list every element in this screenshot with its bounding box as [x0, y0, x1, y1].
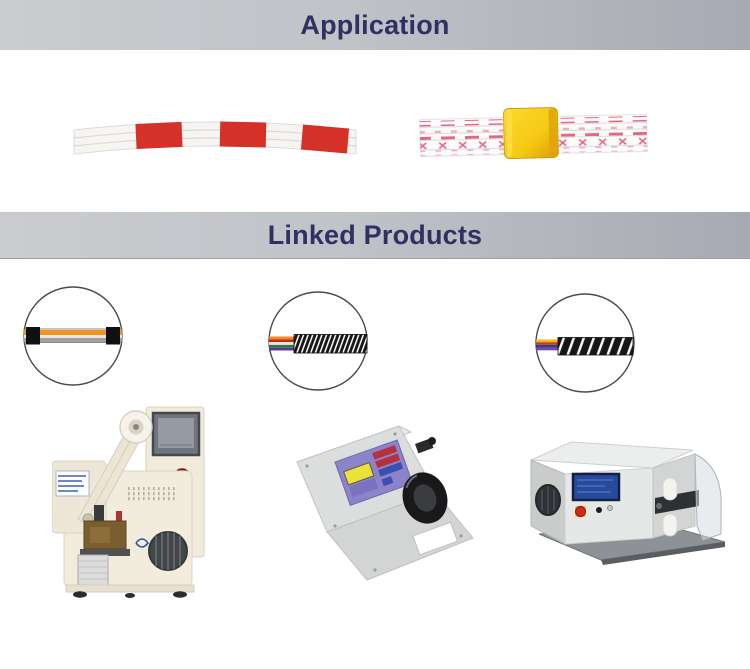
application-banner-title: Application: [300, 9, 450, 40]
rainbow-wire-end: [269, 336, 296, 351]
clear-guard: [694, 453, 722, 541]
tape-arm: [77, 410, 153, 528]
linked-products-banner: Linked Products: [0, 212, 750, 259]
top-lever: [415, 437, 437, 454]
taped-wire-circle: [21, 284, 125, 388]
spec-label: [55, 470, 90, 497]
emergency-stop-button: [575, 506, 586, 517]
spiral-wrapped-wire-coarse-circle: [533, 291, 637, 395]
machine-cabinet: [530, 441, 722, 545]
yellow-tape-band: [503, 107, 559, 159]
lcd-display: [343, 461, 375, 486]
handle-cutout: [412, 521, 459, 556]
key-switch: [607, 505, 613, 511]
tape-winding-machine-boxed-image: [515, 430, 735, 565]
winding-hub: [402, 472, 448, 524]
ribbon-cable-tape-image: [416, 103, 651, 171]
tape-winding-machine-inclined-image: [287, 418, 482, 583]
spiral-wrap-fine: [293, 334, 368, 354]
lower-roller: [662, 513, 678, 537]
control-panel: [334, 439, 414, 506]
linked-products-banner-title: Linked Products: [267, 219, 483, 250]
taped-wire-harness-image: [70, 104, 360, 176]
brand-logo: [135, 538, 150, 548]
power-button: [596, 507, 602, 513]
cooling-fan: [535, 484, 561, 516]
side-vent: [148, 531, 188, 571]
application-banner: Application: [0, 0, 750, 50]
rainbow-wire-end: [536, 339, 559, 351]
tape-winding-machine-upright-image: [52, 403, 212, 598]
taped-wire: [23, 327, 123, 345]
red-tape-bands: [135, 121, 350, 154]
upper-roller: [662, 477, 678, 501]
machine-base: [65, 584, 195, 598]
spiral-wrap-coarse: [557, 337, 634, 356]
spiral-wrapped-wire-fine-circle: [266, 289, 370, 393]
ribbon-cable: [419, 113, 648, 158]
touch-screen: [571, 472, 621, 502]
